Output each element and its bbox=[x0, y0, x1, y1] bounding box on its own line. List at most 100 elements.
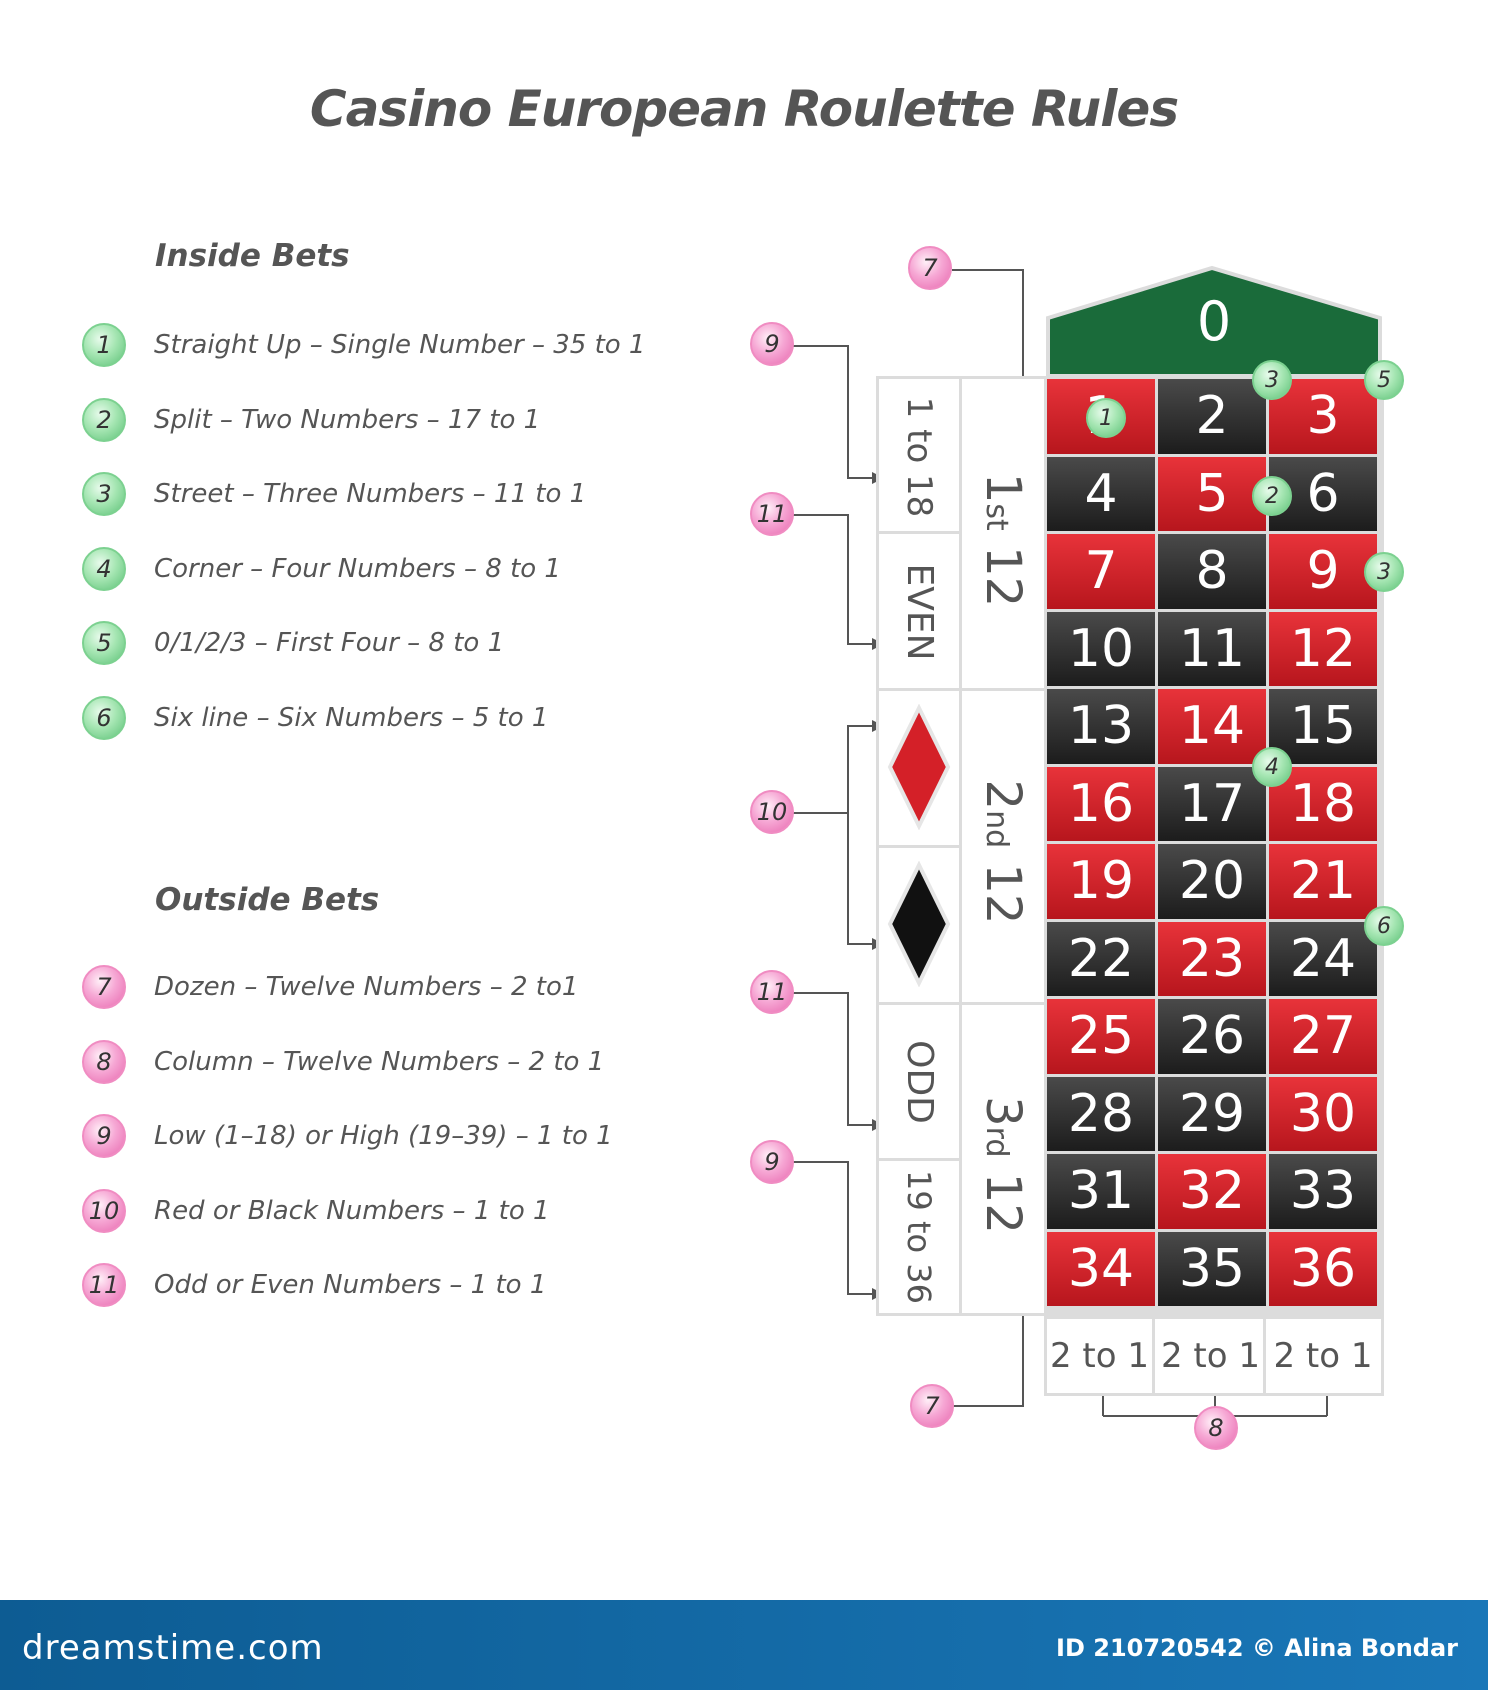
number-cell-12[interactable]: 12 bbox=[1269, 611, 1377, 686]
column-bet-3[interactable]: 2 to 1 bbox=[1273, 1336, 1373, 1376]
number-cell-15[interactable]: 15 bbox=[1269, 689, 1377, 764]
number-cell-36[interactable]: 36 bbox=[1269, 1231, 1377, 1306]
black-diamond-icon bbox=[887, 861, 951, 987]
callout-1: 1 bbox=[1086, 398, 1126, 438]
outside-bet-text: Red or Black Numbers – 1 to 1 bbox=[154, 1195, 550, 1226]
inside-bet-text: Street – Three Numbers – 11 to 1 bbox=[154, 479, 587, 509]
number-cell-7[interactable]: 7 bbox=[1047, 534, 1155, 609]
callout-9-bottom: 9 bbox=[750, 1140, 794, 1184]
callout-6: 6 bbox=[1364, 906, 1404, 946]
outside-bet-text: Low (1–18) or High (19–39) – 1 to 1 bbox=[154, 1121, 613, 1151]
callout-5: 5 bbox=[1364, 360, 1404, 400]
number-cell-31[interactable]: 31 bbox=[1047, 1154, 1155, 1229]
inside-bets-heading: Inside Bets bbox=[155, 238, 350, 274]
number-cell-19[interactable]: 19 bbox=[1047, 844, 1155, 919]
callout-2: 2 bbox=[1252, 476, 1292, 516]
number-cell-13[interactable]: 13 bbox=[1047, 689, 1155, 764]
inside-bet-number-badge: 6 bbox=[82, 695, 126, 740]
number-cell-30[interactable]: 30 bbox=[1269, 1076, 1377, 1151]
footer-logo[interactable]: dreamstime.com bbox=[22, 1628, 324, 1668]
callout-11-top: 11 bbox=[750, 492, 794, 536]
footer-image-id: ID 210720542 © Alina Bondar bbox=[1056, 1634, 1458, 1662]
number-cell-14[interactable]: 14 bbox=[1158, 689, 1266, 764]
column-bet-1[interactable]: 2 to 1 bbox=[1047, 1318, 1155, 1394]
number-cell-5[interactable]: 5 bbox=[1158, 456, 1266, 531]
footer-bar bbox=[0, 1600, 1488, 1690]
inside-bet-item: 3 Street – Three Numbers – 11 to 1 bbox=[82, 470, 586, 518]
dozen-2-label: 2nd 12 bbox=[975, 779, 1031, 925]
dozen-3-label: 3rd 12 bbox=[975, 1096, 1031, 1234]
outside-bet-item: 9 Low (1–18) or High (19–39) – 1 to 1 bbox=[82, 1112, 613, 1160]
number-cell-2[interactable]: 2 bbox=[1158, 379, 1266, 454]
inside-bet-text: 0/1/2/3 – First Four – 8 to 1 bbox=[154, 628, 505, 658]
inside-bet-number-badge: 2 bbox=[82, 397, 126, 442]
inside-bet-number-badge: 1 bbox=[82, 323, 126, 367]
number-cell-16[interactable]: 16 bbox=[1047, 766, 1155, 841]
inside-bet-text: Six line – Six Numbers – 5 to 1 bbox=[154, 702, 549, 733]
number-cell-35[interactable]: 35 bbox=[1158, 1231, 1266, 1306]
number-cell-32[interactable]: 32 bbox=[1158, 1154, 1266, 1229]
callout-9-top: 9 bbox=[750, 322, 794, 366]
number-cell-9[interactable]: 9 bbox=[1269, 534, 1377, 609]
number-cell-21[interactable]: 21 bbox=[1269, 844, 1377, 919]
number-cell-4[interactable]: 4 bbox=[1047, 456, 1155, 531]
number-cell-22[interactable]: 22 bbox=[1047, 921, 1155, 996]
outside-bet-number-badge: 11 bbox=[82, 1263, 126, 1307]
inside-bet-number-badge: 3 bbox=[82, 472, 126, 516]
outside-bet-text: Column – Twelve Numbers – 2 to 1 bbox=[154, 1046, 605, 1077]
callout-7-top: 7 bbox=[908, 246, 952, 290]
callout-8: 8 bbox=[1194, 1406, 1238, 1450]
inside-bet-text: Split – Two Numbers – 17 to 1 bbox=[154, 404, 541, 435]
inside-bet-text: Straight Up – Single Number – 35 to 1 bbox=[154, 330, 646, 360]
number-cell-23[interactable]: 23 bbox=[1158, 921, 1266, 996]
inside-bet-item: 6 Six line – Six Numbers – 5 to 1 bbox=[82, 694, 548, 742]
number-cell-20[interactable]: 20 bbox=[1158, 844, 1266, 919]
number-cell-11[interactable]: 11 bbox=[1158, 611, 1266, 686]
number-cell-17[interactable]: 17 bbox=[1158, 766, 1266, 841]
number-cell-10[interactable]: 10 bbox=[1047, 611, 1155, 686]
outside-bet-text: Odd or Even Numbers – 1 to 1 bbox=[154, 1270, 547, 1300]
dozen-1-label: 1st 12 bbox=[975, 472, 1031, 608]
number-cell-8[interactable]: 8 bbox=[1158, 534, 1266, 609]
callout-11-bottom: 11 bbox=[750, 970, 794, 1014]
red-diamond-icon bbox=[887, 704, 951, 830]
number-cell-29[interactable]: 29 bbox=[1158, 1076, 1266, 1151]
inside-bet-number-badge: 5 bbox=[82, 621, 126, 665]
outside-bet-number-badge: 9 bbox=[82, 1114, 126, 1158]
callout-3-side: 3 bbox=[1364, 552, 1404, 592]
number-cell-28[interactable]: 28 bbox=[1047, 1076, 1155, 1151]
outside-bet-item: 11 Odd or Even Numbers – 1 to 1 bbox=[82, 1261, 546, 1309]
outside-bet-item: 8 Column – Twelve Numbers – 2 to 1 bbox=[82, 1038, 604, 1086]
number-cell-33[interactable]: 33 bbox=[1269, 1154, 1377, 1229]
number-cell-6[interactable]: 6 bbox=[1269, 456, 1377, 531]
outside-bet-text: Dozen – Twelve Numbers – 2 to1 bbox=[154, 972, 579, 1002]
callout-7-bottom: 7 bbox=[910, 1384, 954, 1428]
outside-bet-item: 10 Red or Black Numbers – 1 to 1 bbox=[82, 1187, 550, 1235]
inside-bet-item: 2 Split – Two Numbers – 17 to 1 bbox=[82, 396, 540, 444]
callout-10: 10 bbox=[750, 790, 794, 834]
number-cell-27[interactable]: 27 bbox=[1269, 999, 1377, 1074]
page-title: Casino European Roulette Rules bbox=[309, 80, 1179, 138]
zero-label: 0 bbox=[1196, 290, 1232, 353]
number-cell-3[interactable]: 3 bbox=[1269, 379, 1377, 454]
outside-bet-number-badge: 10 bbox=[82, 1188, 126, 1233]
even-bet-label: EVEN bbox=[899, 563, 940, 661]
number-cell-26[interactable]: 26 bbox=[1158, 999, 1266, 1074]
inside-bet-number-badge: 4 bbox=[82, 546, 126, 591]
inside-bet-item: 5 0/1/2/3 – First Four – 8 to 1 bbox=[82, 619, 504, 667]
high-bet-label: 19 to 36 bbox=[900, 1170, 938, 1304]
low-bet-label: 1 to 18 bbox=[899, 396, 939, 518]
inside-bet-item: 1 Straight Up – Single Number – 35 to 1 bbox=[82, 321, 645, 369]
column-bets-row bbox=[1044, 1316, 1384, 1396]
number-cell-24[interactable]: 24 bbox=[1269, 921, 1377, 996]
column-bet-2[interactable]: 2 to 1 bbox=[1158, 1318, 1266, 1394]
number-cell-34[interactable]: 34 bbox=[1047, 1231, 1155, 1306]
odd-bet-label: ODD bbox=[899, 1040, 940, 1124]
outside-bets-heading: Outside Bets bbox=[155, 882, 380, 918]
zero-cell bbox=[1046, 265, 1382, 378]
callout-3-top: 3 bbox=[1252, 360, 1292, 400]
outside-bet-number-badge: 8 bbox=[82, 1039, 126, 1084]
number-cell-25[interactable]: 25 bbox=[1047, 999, 1155, 1074]
